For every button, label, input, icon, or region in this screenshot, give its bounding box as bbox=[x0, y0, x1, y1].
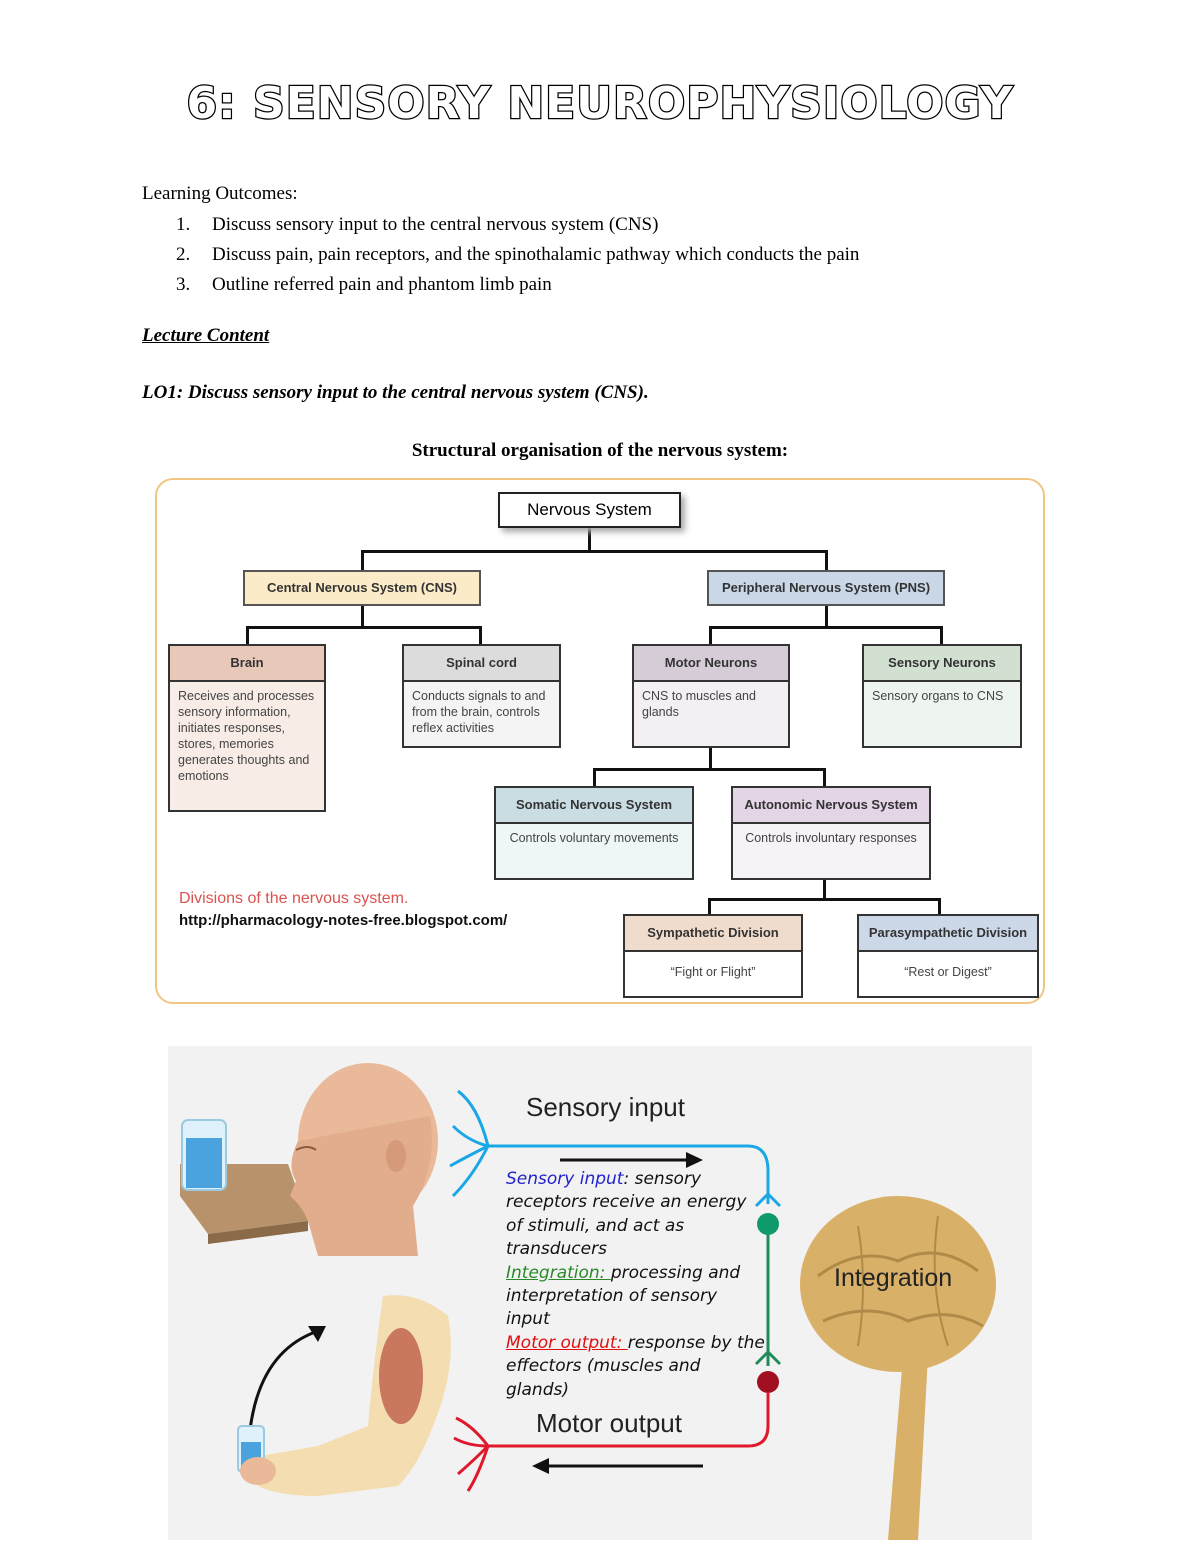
motor-neurons-title: Motor Neurons bbox=[634, 646, 788, 682]
somatic-system-box: Somatic Nervous System Controls voluntar… bbox=[494, 786, 694, 880]
page-title: 6: SENSORY NEUROPHYSIOLOGY bbox=[185, 77, 1014, 131]
diagram-caption: Divisions of the nervous system. bbox=[179, 890, 409, 907]
head-icon bbox=[290, 1063, 438, 1256]
cns-box: Central Nervous System (CNS) bbox=[243, 570, 481, 606]
sensory-neurons-title: Sensory Neurons bbox=[864, 646, 1020, 682]
spinal-cord-box: Spinal cord Conducts signals to and from… bbox=[402, 644, 561, 748]
brain-body: Receives and processes sensory informati… bbox=[178, 689, 315, 783]
list-text: Discuss sensory input to the central ner… bbox=[212, 214, 659, 235]
sensory-neurons-box: Sensory Neurons Sensory organs to CNS bbox=[862, 644, 1022, 748]
red-synapse-icon bbox=[757, 1371, 779, 1393]
sympathetic-division-title: Sympathetic Division bbox=[625, 916, 801, 952]
list-item: 1. Discuss sensory input to the central n… bbox=[142, 210, 859, 240]
sensory-input-definition: : sensory receptors receive an energy of… bbox=[506, 1169, 747, 1260]
sensory-motor-description: Sensory input: sensory receptors receive… bbox=[506, 1168, 766, 1402]
autonomic-system-title: Autonomic Nervous System bbox=[733, 788, 929, 824]
list-item: 2. Discuss pain, pain receptors, and the … bbox=[142, 240, 859, 270]
motor-output-definition: response by the effectors (muscles and g… bbox=[506, 1332, 765, 1400]
list-number: 3. bbox=[176, 274, 191, 295]
sensory-nerve-icon bbox=[449, 1089, 782, 1208]
sympathetic-division-box: Sympathetic Division “Fight or Flight” bbox=[623, 914, 803, 998]
sympathetic-division-body: “Fight or Flight” bbox=[670, 965, 756, 979]
list-text: Discuss pain, pain receptors, and the sp… bbox=[212, 244, 860, 265]
autonomic-system-box: Autonomic Nervous System Controls involu… bbox=[731, 786, 931, 880]
brain-icon bbox=[800, 1196, 996, 1540]
sensory-input-label: Sensory input bbox=[526, 1092, 685, 1122]
learning-outcomes-list: 1. Discuss sensory input to the central n… bbox=[142, 210, 859, 300]
brain-title: Brain bbox=[170, 646, 324, 682]
motor-neurons-box: Motor Neurons CNS to muscles and glands bbox=[632, 644, 790, 748]
motor-output-term: Motor output: bbox=[506, 1332, 628, 1353]
right-arrow-icon bbox=[686, 1152, 703, 1168]
left-arrow-icon bbox=[532, 1458, 549, 1474]
integration-term: Integration: bbox=[506, 1262, 611, 1283]
integration-label: Integration bbox=[834, 1264, 953, 1292]
autonomic-system-body: Controls involuntary responses bbox=[745, 831, 917, 845]
curved-arrow-icon bbox=[308, 1326, 326, 1342]
list-text: Outline referred pain and phantom limb p… bbox=[212, 274, 552, 295]
sensory-neurons-body: Sensory organs to CNS bbox=[872, 689, 1004, 703]
spinal-cord-body: Conducts signals to and from the brain, … bbox=[412, 689, 546, 735]
somatic-system-title: Somatic Nervous System bbox=[496, 788, 692, 824]
motor-neurons-body: CNS to muscles and glands bbox=[642, 689, 756, 719]
sensory-motor-illustration bbox=[180, 1063, 996, 1540]
spinal-cord-title: Spinal cord bbox=[404, 646, 559, 682]
lecture-content-heading: Lecture Content bbox=[142, 325, 270, 346]
structural-heading: Structural organisation of the nervous s… bbox=[411, 440, 789, 461]
list-item: 3. Outline referred pain and phantom limb… bbox=[142, 270, 859, 300]
pns-box: Peripheral Nervous System (PNS) bbox=[707, 570, 945, 606]
green-synapse-icon bbox=[757, 1213, 779, 1235]
learning-outcomes-heading: Learning Outcomes: bbox=[142, 183, 298, 204]
nervous-system-box: Nervous System bbox=[498, 492, 681, 528]
list-number: 1. bbox=[176, 214, 191, 235]
parasympathetic-division-title: Parasympathetic Division bbox=[859, 916, 1037, 952]
motor-nerve-icon bbox=[453, 1392, 770, 1492]
parasympathetic-division-box: Parasympathetic Division “Rest or Digest… bbox=[857, 914, 1039, 998]
integration-definition: processing and interpretation of sensory… bbox=[506, 1262, 741, 1330]
parasympathetic-division-body: “Rest or Digest” bbox=[904, 965, 992, 979]
brain-box: Brain Receives and processes sensory inf… bbox=[168, 644, 326, 812]
diagram-source-url: http://pharmacology-notes-free.blogspot.… bbox=[179, 912, 508, 929]
list-number: 2. bbox=[176, 244, 191, 265]
arm-icon bbox=[237, 1295, 451, 1496]
somatic-system-body: Controls voluntary movements bbox=[509, 831, 679, 845]
nervous-system-diagram: Nervous System Central Nervous System (C… bbox=[155, 478, 1045, 1004]
sensory-input-term: Sensory input bbox=[506, 1169, 624, 1189]
sensory-motor-diagram: Sensory input Motor output Integration S… bbox=[168, 1046, 1032, 1540]
motor-output-label: Motor output bbox=[536, 1408, 682, 1438]
lo1-heading: LO1: Discuss sensory input to the centra… bbox=[142, 382, 649, 403]
